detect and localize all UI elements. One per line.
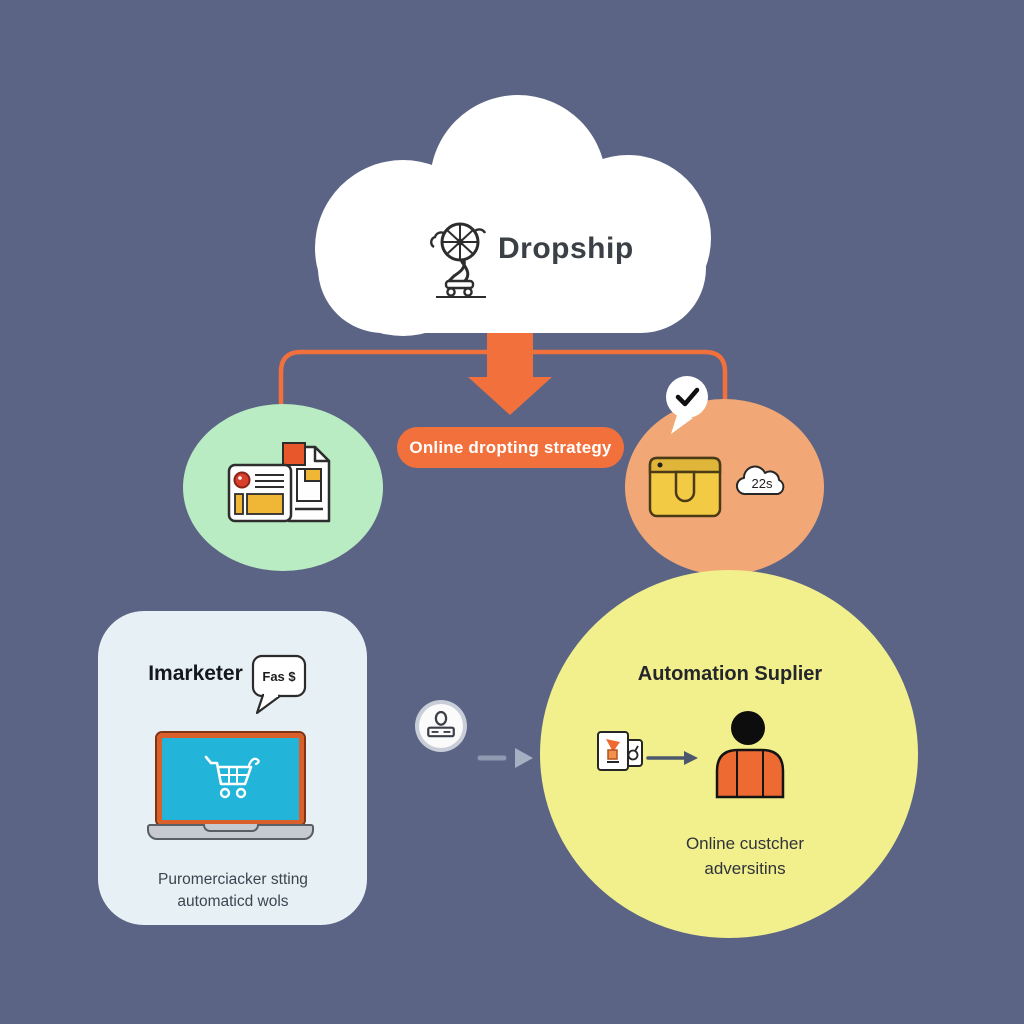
brand-title: Dropship: [498, 232, 634, 265]
checkmark-bubble: [666, 376, 708, 434]
automation-title: Automation Suplier: [637, 663, 823, 685]
strategy-banner: Online dropting strategy: [397, 427, 624, 468]
product-cards-icon: [597, 731, 643, 771]
person-card-icon: [427, 711, 455, 738]
automation-caption-line2: adversitins: [704, 858, 786, 878]
check-icon: [675, 387, 700, 407]
price-bubble-label: Fas $: [262, 669, 296, 684]
dashed-flow-arrow: [477, 748, 533, 768]
automation-caption-line1: Online custcher: [685, 834, 805, 853]
price-speech-bubble: Fas $: [251, 654, 307, 715]
laptop-screen: [155, 731, 306, 827]
marketer-caption-line1: Puromerciacker stting: [158, 871, 308, 888]
package-box-icon: [648, 456, 722, 518]
marketer-caption: Puromerciacker stting automaticd wols: [108, 869, 358, 912]
laptop-notch: [203, 824, 259, 832]
transfer-arrow-icon: [646, 751, 698, 765]
globe-rider-icon: [430, 222, 487, 298]
webpage-document-icon: [227, 442, 331, 523]
time-badge-label: 22s: [752, 476, 773, 491]
buyer-chip: [415, 700, 467, 752]
shopping-cart-icon: [204, 755, 260, 799]
strategy-banner-label: Online dropting strategy: [409, 437, 612, 457]
buyer-chip-inner: [419, 704, 463, 748]
supplier-person-icon: [715, 711, 785, 799]
marketer-title: Imarketer: [148, 662, 243, 685]
time-cloud-badge: 22s: [735, 465, 785, 496]
down-arrow: [468, 326, 552, 415]
cloud-shape: [315, 95, 711, 336]
marketer-caption-line2: automaticd wols: [177, 892, 289, 910]
automation-caption: Online custcher adversitins: [620, 832, 870, 881]
